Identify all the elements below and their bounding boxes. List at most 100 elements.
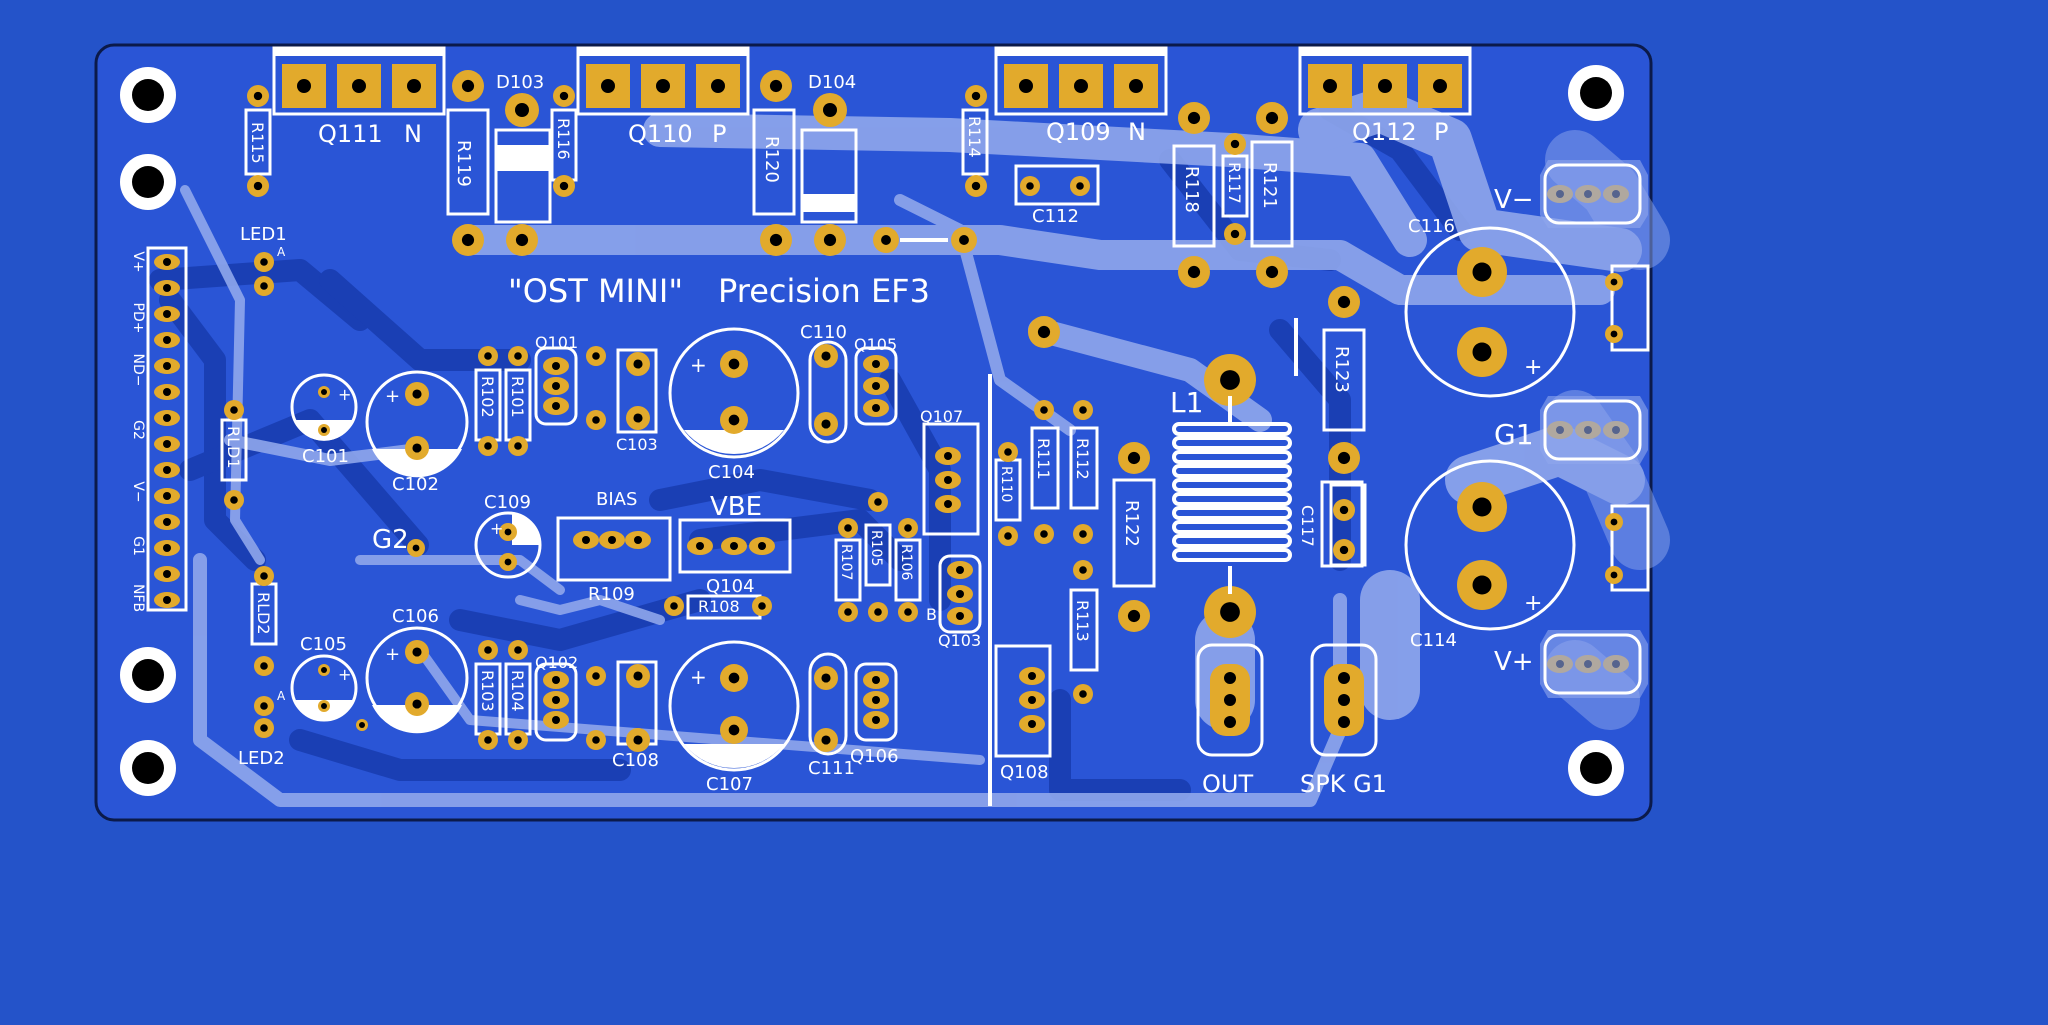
pad-hole xyxy=(1127,451,1141,465)
label-d104: D104 xyxy=(808,72,856,93)
label-r110: R110 xyxy=(998,466,1014,502)
label-q111-type: N xyxy=(404,120,422,148)
label-g1: G1 xyxy=(1494,418,1534,451)
label-v-plus: V+ xyxy=(1494,647,1534,677)
inductor-turn xyxy=(1172,520,1292,534)
header-pad-hole xyxy=(163,336,171,344)
pad-hole xyxy=(633,413,643,423)
pad-hole xyxy=(633,671,643,681)
pad-hole xyxy=(514,442,522,450)
label-g2: G2 xyxy=(372,525,409,555)
header-pad-hole xyxy=(163,258,171,266)
rotated-labels: R115 R119 R116 R120 R114 R118 R117 R121 … xyxy=(224,116,1352,712)
pad-hole xyxy=(260,702,268,710)
pad-hole xyxy=(881,235,891,245)
pad-hole xyxy=(874,608,882,616)
plus-c116: + xyxy=(1524,355,1542,380)
pad-hole xyxy=(1040,530,1048,538)
header-label: NFB xyxy=(130,584,146,612)
pad-hole xyxy=(1337,451,1351,465)
oval-pad-hole xyxy=(1028,672,1036,680)
header-pad-hole xyxy=(163,492,171,500)
header-label: ND− xyxy=(130,354,146,387)
label-d103: D103 xyxy=(496,72,544,93)
pad-hole xyxy=(821,419,831,429)
pad-hole xyxy=(728,358,740,370)
oval-pad-hole xyxy=(730,542,738,550)
pad-hole xyxy=(844,608,852,616)
label-r123: R123 xyxy=(1331,346,1352,393)
label-spk-g1: SPK G1 xyxy=(1300,770,1387,798)
label-v-minus: V− xyxy=(1494,185,1534,215)
pad-hole xyxy=(559,91,569,101)
diode-d104 xyxy=(800,93,858,224)
pad-hole xyxy=(844,524,852,532)
oval-pad-hole xyxy=(552,362,560,370)
header-pad-hole xyxy=(163,388,171,396)
inductor-l1 xyxy=(1172,396,1292,594)
label-r105: R105 xyxy=(868,530,884,566)
oval-pad-hole xyxy=(944,452,952,460)
pad-hole xyxy=(461,79,475,93)
pad-hole xyxy=(1004,532,1012,540)
inductor-turn xyxy=(1172,492,1292,506)
pad-hole xyxy=(412,647,422,657)
oval-pad-hole xyxy=(552,402,560,410)
pad-hole xyxy=(1610,330,1618,338)
label-q110-type: P xyxy=(712,120,726,148)
header-label: G1 xyxy=(130,536,146,556)
label-c102: C102 xyxy=(392,474,439,495)
pad-hole xyxy=(253,181,263,191)
pad-hole xyxy=(592,416,600,424)
label-b: B xyxy=(926,605,937,624)
pad-hole xyxy=(1610,278,1618,286)
pad-hole xyxy=(874,498,882,506)
oval-pad-hole xyxy=(1028,720,1036,728)
label-q102: Q102 xyxy=(535,653,578,672)
pad-hole xyxy=(592,672,600,680)
pad-hole xyxy=(592,736,600,744)
pad-hole xyxy=(260,258,268,266)
inductor-turn xyxy=(1172,436,1292,450)
oval-pad-hole xyxy=(552,676,560,684)
label-r117: R117 xyxy=(1225,162,1244,204)
pad-hole xyxy=(1220,602,1240,622)
output-connectors xyxy=(1196,643,1378,757)
pad-hole xyxy=(321,389,327,395)
pad-hole xyxy=(484,352,492,360)
header-pad-hole xyxy=(163,544,171,552)
label-c116: C116 xyxy=(1408,216,1455,237)
pad-hole xyxy=(633,359,643,369)
film-capacitors xyxy=(808,264,1650,756)
header-pad-hole xyxy=(163,362,171,370)
plus-c105: + xyxy=(338,665,351,684)
pad-hole xyxy=(514,736,522,744)
oval-pad-hole xyxy=(1028,696,1036,704)
label-c107: C107 xyxy=(706,774,753,795)
label-q110: Q110 xyxy=(628,120,693,148)
label-c117: C117 xyxy=(1298,505,1317,547)
pad-hole xyxy=(1265,265,1279,279)
diode-d103 xyxy=(494,93,552,224)
pad-hole xyxy=(559,181,569,191)
plus-c114: + xyxy=(1524,591,1542,616)
input-header xyxy=(146,246,188,612)
label-q112: Q112 xyxy=(1352,118,1417,146)
pad-hole xyxy=(1265,111,1279,125)
pad-hole xyxy=(821,673,831,683)
pads xyxy=(154,70,1629,752)
pad-hole xyxy=(1610,571,1618,579)
label-r115: R115 xyxy=(248,122,267,164)
oval-pad-hole xyxy=(956,590,964,598)
pad-hole xyxy=(1187,111,1201,125)
pad-hole xyxy=(514,352,522,360)
header-pad-hole xyxy=(163,284,171,292)
inductor-turn xyxy=(1172,506,1292,520)
oval-pad-hole xyxy=(634,536,642,544)
silk-lines xyxy=(900,238,1298,806)
header-label: G2 xyxy=(130,420,146,440)
label-q103: Q103 xyxy=(938,631,981,650)
pad-hole xyxy=(1230,229,1240,239)
label-r116: R116 xyxy=(554,118,573,160)
